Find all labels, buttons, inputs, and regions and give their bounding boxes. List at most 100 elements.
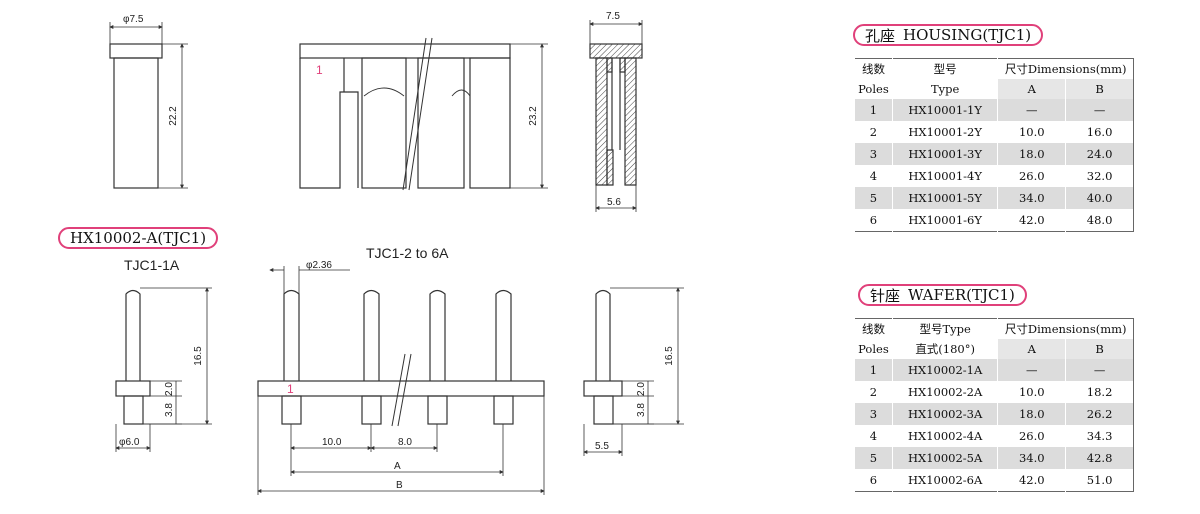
cell-poles: 1 <box>854 359 893 381</box>
wafer-header-type-cn: 型号Type <box>891 318 998 339</box>
wafer-side-base-height: 2.0 <box>636 382 647 396</box>
housing-front-view <box>299 37 548 191</box>
cell-a: 10.0 <box>997 121 1066 143</box>
wafer-header-type-en: 直式(180°) <box>891 339 998 359</box>
cell-b: 24.0 <box>1065 143 1134 165</box>
cell-type: HX10002-6A <box>891 469 998 492</box>
cell-poles: 3 <box>854 403 893 425</box>
wafer-multi-label: TJC1-2 to 6A <box>366 245 449 261</box>
cell-type: HX10002-3A <box>891 403 998 425</box>
cell-a: 10.0 <box>997 381 1066 403</box>
cell-a: 42.0 <box>997 209 1066 232</box>
housing-front-pin-marker: 1 <box>316 63 323 77</box>
cell-type: HX10001-3Y <box>891 143 998 165</box>
wafer-side-pin-height: 3.8 <box>636 403 647 417</box>
cell-a: — <box>997 99 1066 121</box>
wafer-single-view <box>115 287 212 452</box>
cell-a: 18.0 <box>997 143 1066 165</box>
housing-table-title: 孔座 HOUSING(TJC1) <box>853 24 1044 46</box>
housing-side-height: 22.2 <box>168 106 179 126</box>
cell-type: HX10002-1A <box>891 359 998 381</box>
cell-poles: 5 <box>854 187 893 209</box>
housing-side-diameter: φ7.5 <box>123 14 144 25</box>
wafer-multi-view <box>257 266 545 495</box>
cell-poles: 4 <box>854 425 893 447</box>
cell-b: 26.2 <box>1065 403 1134 425</box>
cell-a: 42.0 <box>997 469 1066 492</box>
wafer-single-diameter: φ6.0 <box>119 437 140 448</box>
cell-a: 34.0 <box>997 447 1066 469</box>
cell-poles: 6 <box>854 469 893 492</box>
cell-poles: 2 <box>854 121 893 143</box>
housing-header-type-cn: 型号 <box>891 58 998 79</box>
wafer-title-series: (TJC1) <box>157 229 207 247</box>
cell-b: 32.0 <box>1065 165 1134 187</box>
cell-b: — <box>1065 359 1134 381</box>
wafer-side-height: 16.5 <box>664 346 675 366</box>
wafer-multi-pitch-next: 8.0 <box>398 437 412 448</box>
cell-b: 40.0 <box>1065 187 1134 209</box>
wafer-multi-pitch-first: 10.0 <box>322 437 342 448</box>
cell-b: 16.0 <box>1065 121 1134 143</box>
housing-section-bottom-width: 5.6 <box>607 197 621 208</box>
wafer-table-title-cn: 针座 <box>870 286 901 305</box>
housing-title-cn: 孔座 <box>865 26 896 45</box>
wafer-single-height: 16.5 <box>193 346 204 366</box>
cell-b: — <box>1065 99 1134 121</box>
cell-type: HX10002-2A <box>891 381 998 403</box>
cell-type: HX10001-5Y <box>891 187 998 209</box>
wafer-multi-pin-marker: 1 <box>287 382 294 396</box>
housing-front-height: 23.2 <box>528 106 539 126</box>
wafer-header-dims: 尺寸Dimensions(mm) <box>997 318 1134 339</box>
cell-a: 26.0 <box>997 425 1066 447</box>
wafer-multi-dim-b: B <box>396 480 403 491</box>
cell-b: 18.2 <box>1065 381 1134 403</box>
cell-b: 42.8 <box>1065 447 1134 469</box>
wafer-table: 线数 型号Type 尺寸Dimensions(mm) Poles 直式(180°… <box>854 318 1134 492</box>
technical-drawing: φ7.5 22.2 1 23.2 7.5 5.6 TJC1-2 to 6A TJ… <box>109 11 684 495</box>
cell-type: HX10001-1Y <box>891 99 998 121</box>
cell-type: HX10002-5A <box>891 447 998 469</box>
cell-poles: 1 <box>854 99 893 121</box>
housing-header-type-en: Type <box>891 79 998 99</box>
cell-type: HX10001-6Y <box>891 209 998 232</box>
cell-poles: 6 <box>854 209 893 232</box>
cell-type: HX10001-2Y <box>891 121 998 143</box>
wafer-single-label: TJC1-1A <box>124 257 180 273</box>
wafer-single-pin-height: 3.8 <box>164 403 175 417</box>
wafer-table-title-en: WAFER(TJC1) <box>908 286 1015 304</box>
wafer-title-code: HX10002-A <box>70 229 158 247</box>
housing-header-a: A <box>997 79 1066 99</box>
housing-title-en: HOUSING(TJC1) <box>903 26 1032 44</box>
wafer-multi-pin-diameter: φ2.36 <box>306 260 332 271</box>
wafer-header-poles-cn: 线数 <box>854 318 893 339</box>
housing-section-view <box>589 20 643 212</box>
housing-header-b: B <box>1065 79 1134 99</box>
cell-b: 34.3 <box>1065 425 1134 447</box>
housing-header-poles-en: Poles <box>854 79 893 99</box>
wafer-side-view <box>583 287 684 456</box>
housing-header-dims: 尺寸Dimensions(mm) <box>997 58 1134 79</box>
cell-b: 51.0 <box>1065 469 1134 492</box>
cell-type: HX10001-4Y <box>891 165 998 187</box>
wafer-header-b: B <box>1065 339 1134 359</box>
cell-b: 48.0 <box>1065 209 1134 232</box>
wafer-single-base-height: 2.0 <box>164 382 175 396</box>
wafer-side-width: 5.5 <box>595 441 609 452</box>
cell-poles: 3 <box>854 143 893 165</box>
wafer-section-title: HX10002-A (TJC1) <box>58 227 219 249</box>
cell-a: 34.0 <box>997 187 1066 209</box>
cell-type: HX10002-4A <box>891 425 998 447</box>
housing-side-view <box>109 22 188 189</box>
